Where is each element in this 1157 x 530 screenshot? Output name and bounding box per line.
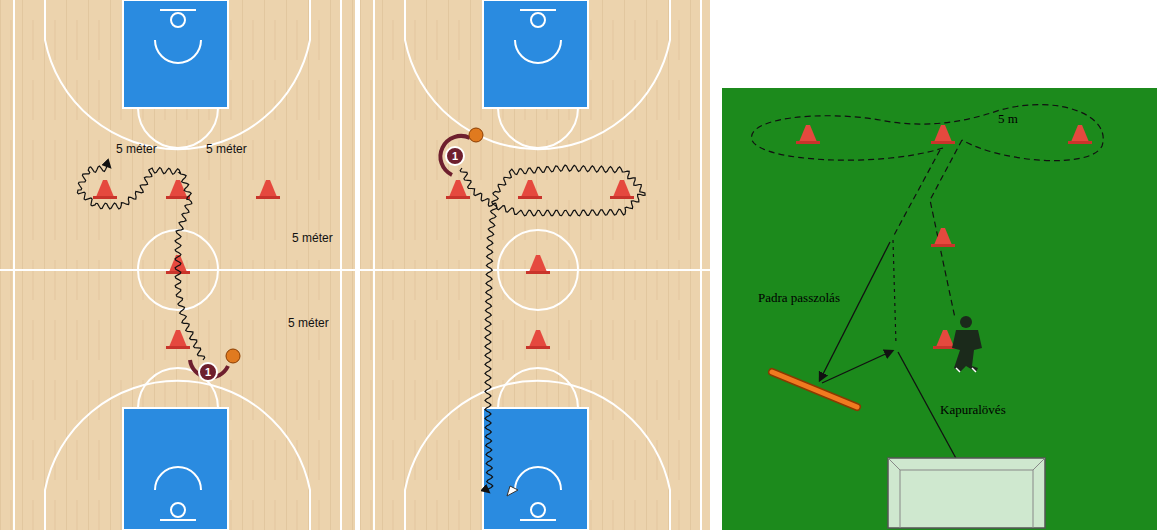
player-marker: 1	[198, 362, 218, 382]
distance-label: 5 méter	[292, 232, 333, 245]
player-number: 1	[205, 366, 211, 378]
field-label: 5 m	[998, 112, 1018, 126]
distance-label: 5 méter	[206, 143, 247, 156]
player-marker: 1	[445, 146, 465, 166]
field-label: Padra passzolás	[758, 291, 840, 305]
distance-label: 5 méter	[116, 143, 157, 156]
distance-label: 5 méter	[288, 317, 329, 330]
dribble-path	[77, 165, 204, 360]
player-number: 1	[452, 150, 458, 162]
dribble-path	[460, 165, 645, 492]
field-label: Kapuralövés	[940, 403, 1006, 417]
